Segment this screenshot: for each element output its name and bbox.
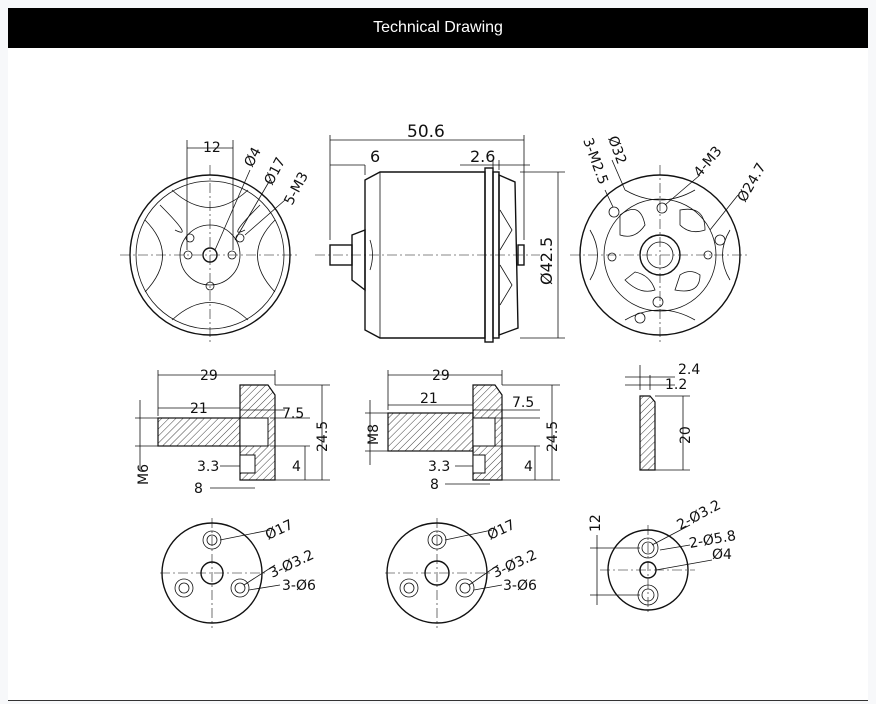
dim-label: 8 <box>430 477 439 493</box>
dim-label: 4 <box>292 459 301 475</box>
dim-label: 4-M3 <box>691 144 726 181</box>
dim-label: Ø17 <box>263 517 296 544</box>
dim-label: Ø42.5 <box>537 237 556 285</box>
dim-label: 1.2 <box>665 377 687 393</box>
dim-label: Ø4 <box>712 547 732 563</box>
dim-label: 7.5 <box>512 395 534 411</box>
section-title: Technical Drawing <box>373 19 503 36</box>
dim-label: 29 <box>432 368 450 384</box>
adapter-m8-top-view: Ø17 3-Ø3.2 3-Ø6 <box>385 517 540 628</box>
section-header: Technical Drawing <box>8 8 868 48</box>
dim-label: M8 <box>366 424 382 445</box>
dim-label: Ø4 <box>241 145 265 170</box>
dim-label: 12 <box>588 514 604 532</box>
dim-label: Ø24.7 <box>735 160 770 205</box>
adapter-m8-section: 29 21 7.5 24.5 M8 3.3 4 8 <box>365 368 561 493</box>
dim-label: 21 <box>190 401 208 417</box>
adapter-m6-section: 29 21 7.5 24.5 M6 3.3 4 8 <box>135 368 331 497</box>
motor-side-view: 50.6 6 2.6 Ø42.5 <box>315 122 565 343</box>
dim-label: 20 <box>678 426 694 444</box>
dim-label: 3.3 <box>197 459 219 475</box>
dim-label: 3-Ø3.2 <box>490 547 540 581</box>
dim-label: M6 <box>136 464 152 485</box>
dim-label: 3-Ø6 <box>503 578 537 594</box>
dim-label: 6 <box>370 147 380 166</box>
motor-back-view: 3-M2.5 Ø32 4-M3 Ø24.7 <box>570 134 770 345</box>
motor-front-view: 12 Ø4 Ø17 5-M3 <box>120 140 312 345</box>
dim-label: Ø17 <box>485 517 518 544</box>
dim-label: 29 <box>200 368 218 384</box>
adapter-m6-top-view: Ø17 3-Ø3.2 3-Ø6 <box>160 517 317 628</box>
dim-label: 4 <box>524 459 533 475</box>
dim-label: 50.6 <box>407 122 445 142</box>
dim-label: 8 <box>194 481 203 497</box>
dim-label: 3-Ø6 <box>282 578 316 594</box>
dim-label: 3-Ø3.2 <box>267 547 317 581</box>
plate-side-section: 2.4 1.2 20 <box>625 362 700 471</box>
dim-label: 2.6 <box>470 147 495 166</box>
dim-label: 2-Ø3.2 <box>674 497 723 533</box>
dim-label: 2.4 <box>678 362 700 378</box>
dim-label: 7.5 <box>282 406 304 422</box>
dim-label: 24.5 <box>545 421 561 452</box>
dim-label: 12 <box>203 140 221 156</box>
plate-top-view: 12 2-Ø3.2 2-Ø5.8 Ø4 <box>588 497 737 615</box>
dim-label: 24.5 <box>315 421 331 452</box>
dim-label: Ø17 <box>261 155 289 188</box>
dim-label: 5-M3 <box>281 170 312 208</box>
dim-label: Ø32 <box>604 134 629 167</box>
dim-label: 3.3 <box>428 459 450 475</box>
dim-label: 21 <box>420 391 438 407</box>
